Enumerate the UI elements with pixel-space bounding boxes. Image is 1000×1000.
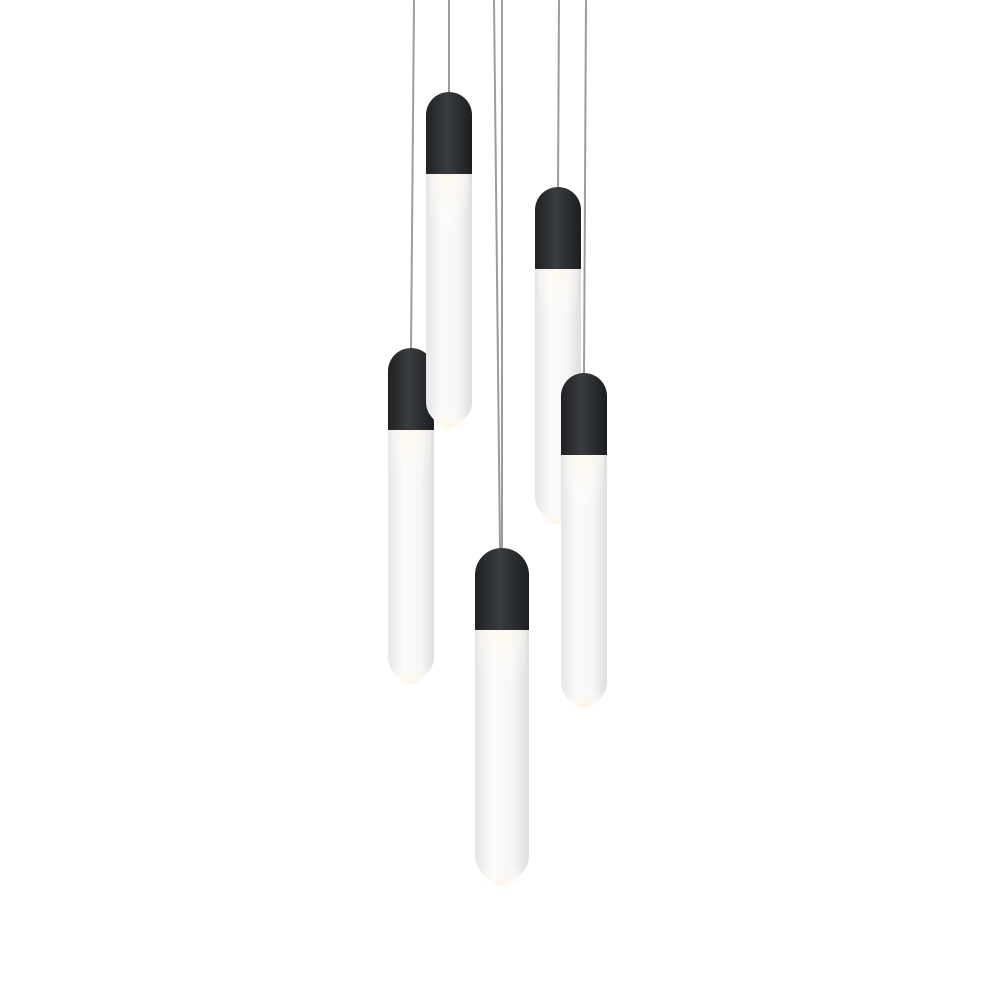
pendant-lamps [388, 92, 607, 886]
pendant-5-metal-cap [475, 548, 529, 630]
pendant-1-light-glow [391, 426, 431, 516]
pendant-4-cord [583, 0, 587, 378]
pendant-4-light-glow [564, 451, 604, 541]
pendant-1-tip-glow [394, 656, 428, 684]
pendant-5-tip-glow [481, 858, 523, 886]
pendant-4 [561, 373, 607, 709]
pendant-1 [388, 348, 434, 684]
pendant-3-metal-cap [535, 187, 581, 269]
pendant-2 [426, 92, 472, 429]
pendant-2-light-glow [429, 170, 469, 260]
pendant-4-metal-cap [561, 373, 607, 455]
pendant-5-light-glow [478, 626, 526, 716]
pendant-2-metal-cap [426, 92, 472, 174]
pendant-1-cord [410, 0, 415, 353]
pendant-2-tip-glow [432, 401, 466, 429]
suspension-cords [410, 0, 587, 552]
pendant-1-metal-cap [388, 348, 434, 430]
cord-center [493, 0, 501, 551]
pendant-3-light-glow [538, 265, 578, 355]
pendant-5 [475, 548, 529, 886]
pendant-3-cord [557, 0, 560, 192]
pendant-4-tip-glow [567, 681, 601, 709]
